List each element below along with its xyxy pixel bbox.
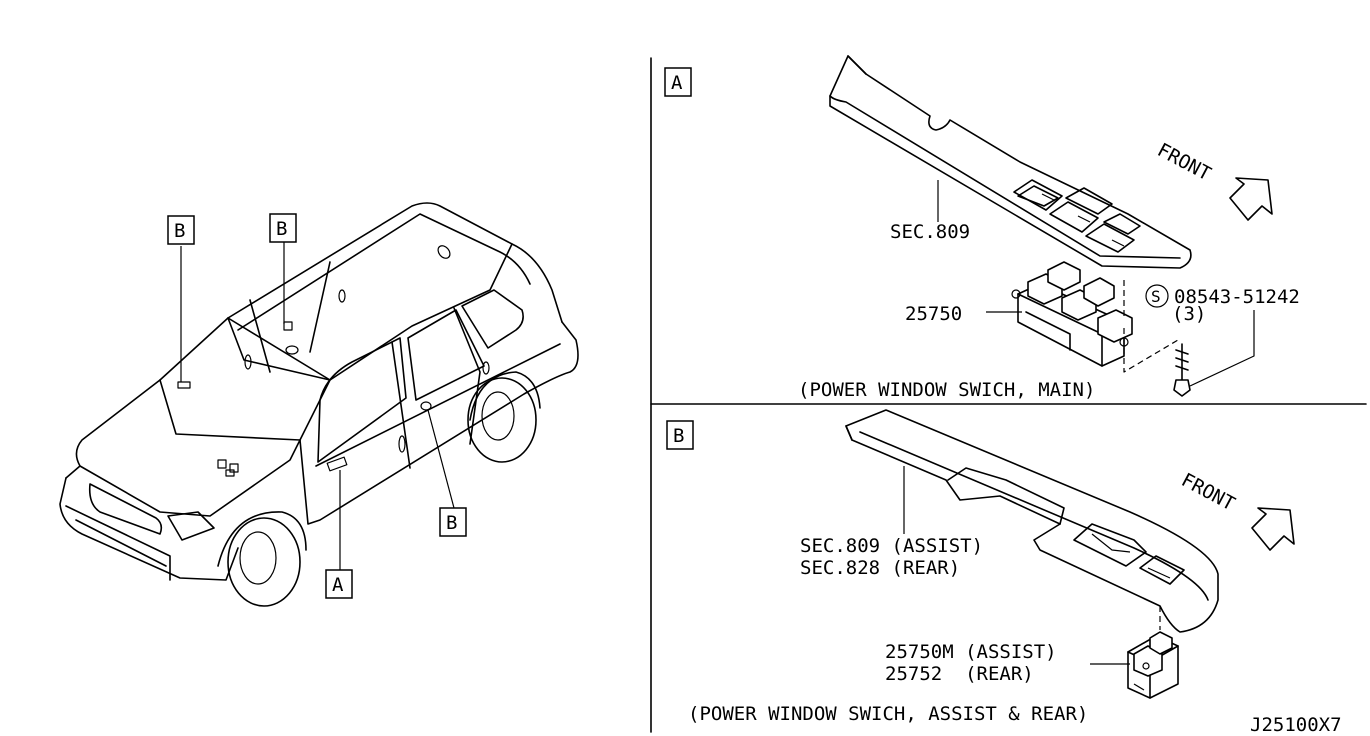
svg-text:(POWER WINDOW SWICH, ASSIST &: (POWER WINDOW SWICH, ASSIST & REAR) bbox=[688, 703, 1088, 725]
svg-text:B: B bbox=[446, 512, 457, 534]
front-arrow-a: FRONT bbox=[1154, 139, 1273, 221]
drawing-id: J25100X7 bbox=[1250, 714, 1342, 736]
callout-b-top: B bbox=[269, 213, 297, 243]
panel-b-tag: B bbox=[666, 420, 694, 450]
main-switch-unit bbox=[1011, 261, 1133, 367]
vehicle-leader-lines bbox=[180, 242, 455, 570]
front-arrow-b: FRONT bbox=[1178, 469, 1295, 551]
svg-text:25752 (REAR): 25752 (REAR) bbox=[885, 663, 1034, 685]
panel-b-leader-lines bbox=[903, 466, 1161, 665]
vehicle-illustration bbox=[59, 202, 579, 607]
panel-b-labels: SEC.809 (ASSIST) SEC.828 (REAR) 25750M (… bbox=[688, 535, 1088, 725]
svg-text:B: B bbox=[276, 218, 287, 240]
main-armrest-finisher bbox=[829, 55, 1192, 269]
svg-text:SEC.809 (ASSIST): SEC.809 (ASSIST) bbox=[800, 535, 983, 557]
svg-text:SEC.828 (REAR): SEC.828 (REAR) bbox=[800, 557, 960, 579]
callout-a: A bbox=[325, 569, 353, 599]
callout-b-right: B bbox=[439, 507, 467, 537]
assist-rear-finisher bbox=[845, 409, 1219, 633]
svg-text:FRONT: FRONT bbox=[1154, 139, 1215, 185]
svg-text:08543-51242: 08543-51242 bbox=[1174, 286, 1300, 308]
panel-a-tag: A bbox=[664, 67, 692, 97]
svg-text:(POWER WINDOW SWICH, MAIN): (POWER WINDOW SWICH, MAIN) bbox=[798, 379, 1095, 401]
svg-text:(3): (3) bbox=[1172, 303, 1206, 325]
svg-text:S: S bbox=[1151, 287, 1161, 306]
svg-text:A: A bbox=[671, 72, 683, 94]
svg-text:25750M (ASSIST): 25750M (ASSIST) bbox=[885, 641, 1057, 663]
svg-text:FRONT: FRONT bbox=[1178, 469, 1239, 515]
screw bbox=[1173, 343, 1191, 397]
panel-a-labels: SEC.809 25750 S 08543-51242 (3) (POWER W… bbox=[798, 221, 1300, 401]
svg-text:SEC.809: SEC.809 bbox=[890, 221, 970, 243]
assist-rear-switch bbox=[1127, 631, 1179, 699]
panel-dividers bbox=[650, 57, 1367, 733]
svg-text:B: B bbox=[673, 425, 684, 447]
callout-b-left: B bbox=[167, 215, 195, 245]
svg-text:B: B bbox=[174, 220, 185, 242]
svg-text:25750: 25750 bbox=[905, 303, 962, 325]
panel-a-leader-lines bbox=[937, 180, 1255, 387]
svg-text:A: A bbox=[332, 574, 344, 596]
